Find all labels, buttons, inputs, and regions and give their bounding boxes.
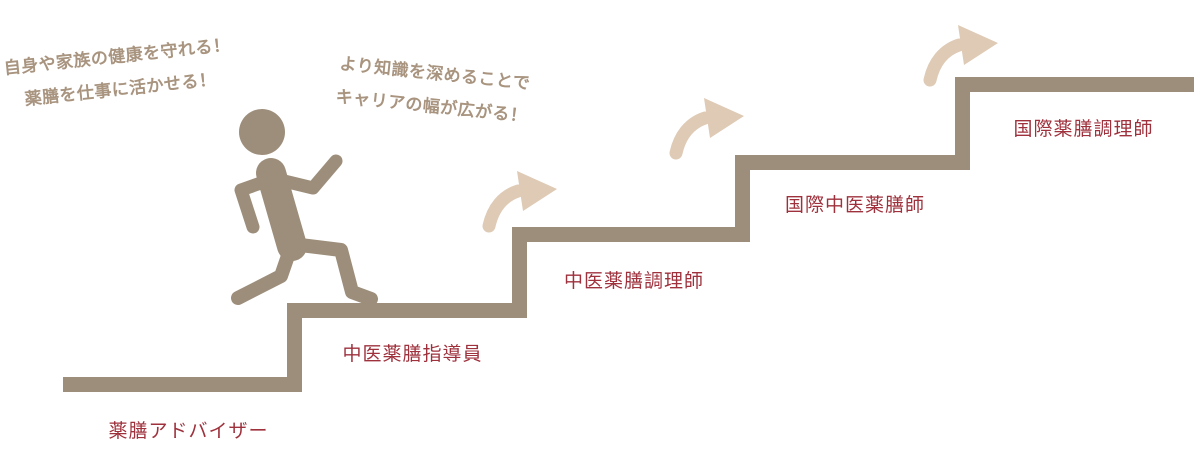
- step-label-text: 国際中医薬膳師: [784, 195, 925, 216]
- climber-torso: [256, 158, 307, 261]
- step-up-arrow-2: [676, 98, 744, 153]
- speech-bubble-tail: [100, 135, 138, 177]
- step-up-arrow-1: [489, 171, 557, 226]
- step-label-text: 中医薬膳指導員: [342, 344, 483, 365]
- speech-bubble-career: より知識を深めることで キャリアの幅が広がる！: [316, 28, 550, 175]
- step-label-text: 薬膳アドバイザー: [108, 420, 269, 442]
- climber-head: [239, 109, 285, 155]
- step-label-chui-yakuzen-shidoin: 中医薬膳指導員: [315, 327, 510, 378]
- speech-bubble-benefits: 自身や家族の健康を守れる！ 薬膳を仕事に活かせる！: [0, 0, 246, 177]
- step-label-kokusai-chui-yakuzenshi: 国際中医薬膳師: [760, 177, 950, 230]
- step-up-arrow-3: [930, 25, 998, 80]
- step-label-chui-yakuzen-chorishi: 中医薬膳調理師: [538, 253, 730, 305]
- climber-front-arm: [273, 154, 343, 195]
- staircase-line: [63, 77, 1194, 392]
- climber-front-leg: [285, 237, 378, 306]
- climber-back-arm: [234, 171, 282, 234]
- climber-figure: [231, 109, 378, 306]
- step-label-yakuzen-advisor: 薬膳アドバイザー: [85, 403, 292, 455]
- climber-back-leg: [231, 243, 297, 305]
- step-label-kokusai-yakuzen-chorishi: 国際薬膳調理師: [985, 102, 1182, 153]
- step-label-text: 国際薬膳調理師: [1013, 119, 1154, 140]
- step-label-text: 中医薬膳調理師: [563, 270, 704, 292]
